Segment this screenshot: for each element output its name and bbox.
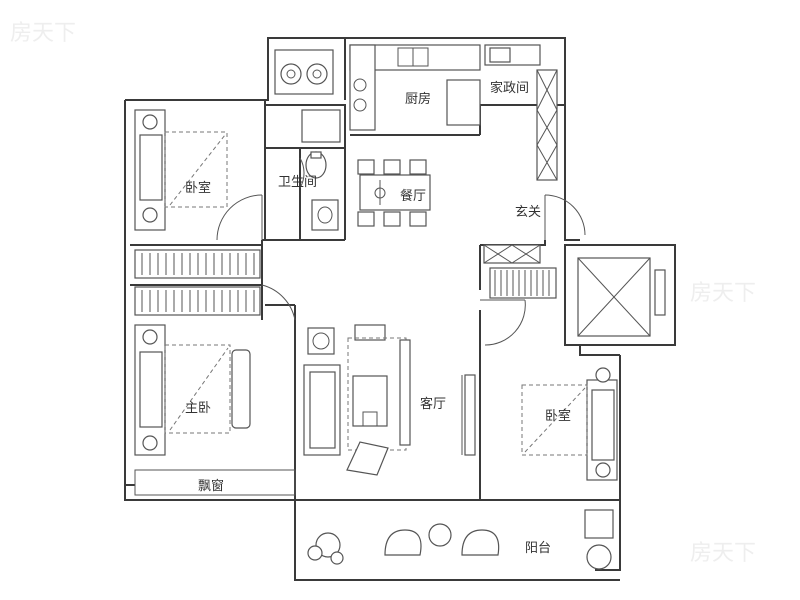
label-bay-window: 飘窗 (198, 478, 224, 494)
watermark: 房天下 (690, 281, 756, 306)
bedroom-nw-closet (134, 249, 261, 279)
label-master-bedroom: 主卧 (185, 401, 211, 416)
master-closet (134, 286, 261, 316)
label-kitchen: 厨房 (405, 91, 431, 107)
label-balcony: 阳台 (525, 541, 551, 556)
outer-walls (124, 37, 676, 581)
master-bedroom-furniture (134, 324, 296, 496)
label-utility: 家政间 (490, 80, 529, 96)
elevator (577, 257, 666, 337)
label-bedroom-nw: 卧室 (185, 180, 211, 196)
bedroom-nw-furniture (134, 109, 228, 231)
watermark: 房天下 (10, 21, 76, 46)
label-living: 客厅 (420, 396, 446, 412)
shoe-cabinet (483, 244, 557, 299)
label-bedroom-east: 卧室 (545, 408, 571, 424)
watermark: 房天下 (690, 541, 756, 566)
room-labels: 厨房 家政间 卧室 卫生间 餐厅 玄关 主卧 客厅 卧室 飘窗 阳台 (185, 80, 571, 556)
label-bathroom: 卫生间 (278, 175, 317, 190)
doors (216, 157, 586, 456)
label-entrance: 玄关 (515, 205, 541, 220)
watermark-group: 房天下 房天下 房天下 (10, 21, 756, 566)
balcony-furniture (307, 509, 614, 570)
entrance-closet-rails (494, 270, 550, 296)
washer-group (274, 49, 334, 95)
dining-table (357, 159, 431, 227)
bathroom-fixtures (301, 109, 341, 231)
kitchen-counter (349, 44, 541, 131)
living-furniture (303, 324, 411, 476)
utility-shelf (536, 69, 558, 181)
bedroom-east-furniture (521, 367, 618, 481)
label-dining: 餐厅 (400, 188, 426, 204)
